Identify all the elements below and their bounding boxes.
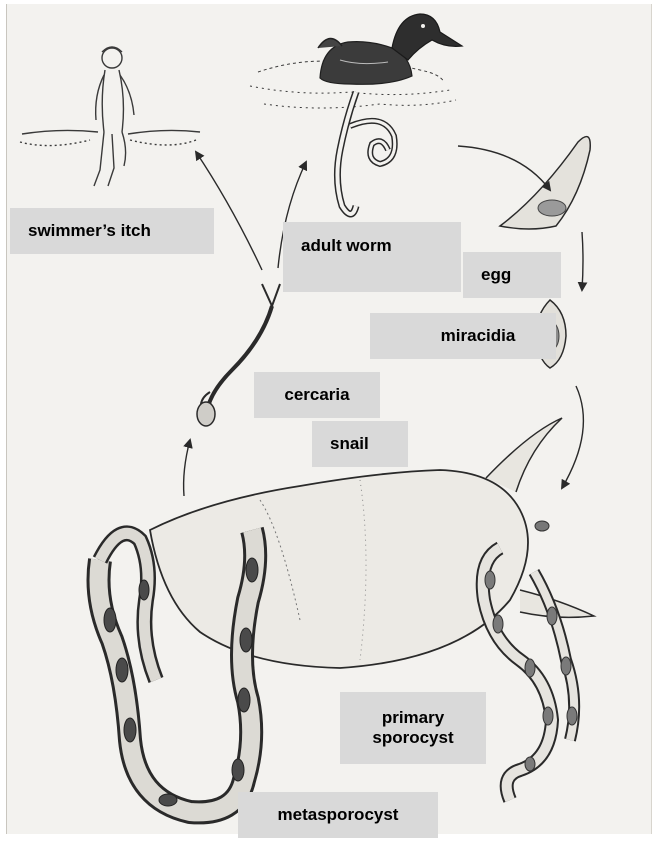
label-cercaria: cercaria [254, 372, 380, 418]
label-primary-sporocyst: primary sporocyst [340, 692, 486, 764]
label-miracidia: miracidia [370, 313, 556, 359]
adult-worm [337, 92, 394, 214]
human-figure [20, 47, 200, 186]
label-metasporocyst: metasporocyst [238, 792, 438, 838]
label-egg: egg [463, 252, 561, 298]
label-swimmers-itch: swimmer’s itch [10, 208, 214, 254]
label-adult-worm: adult worm [283, 222, 461, 292]
label-snail: snail [312, 421, 408, 467]
egg-figure [500, 137, 590, 229]
